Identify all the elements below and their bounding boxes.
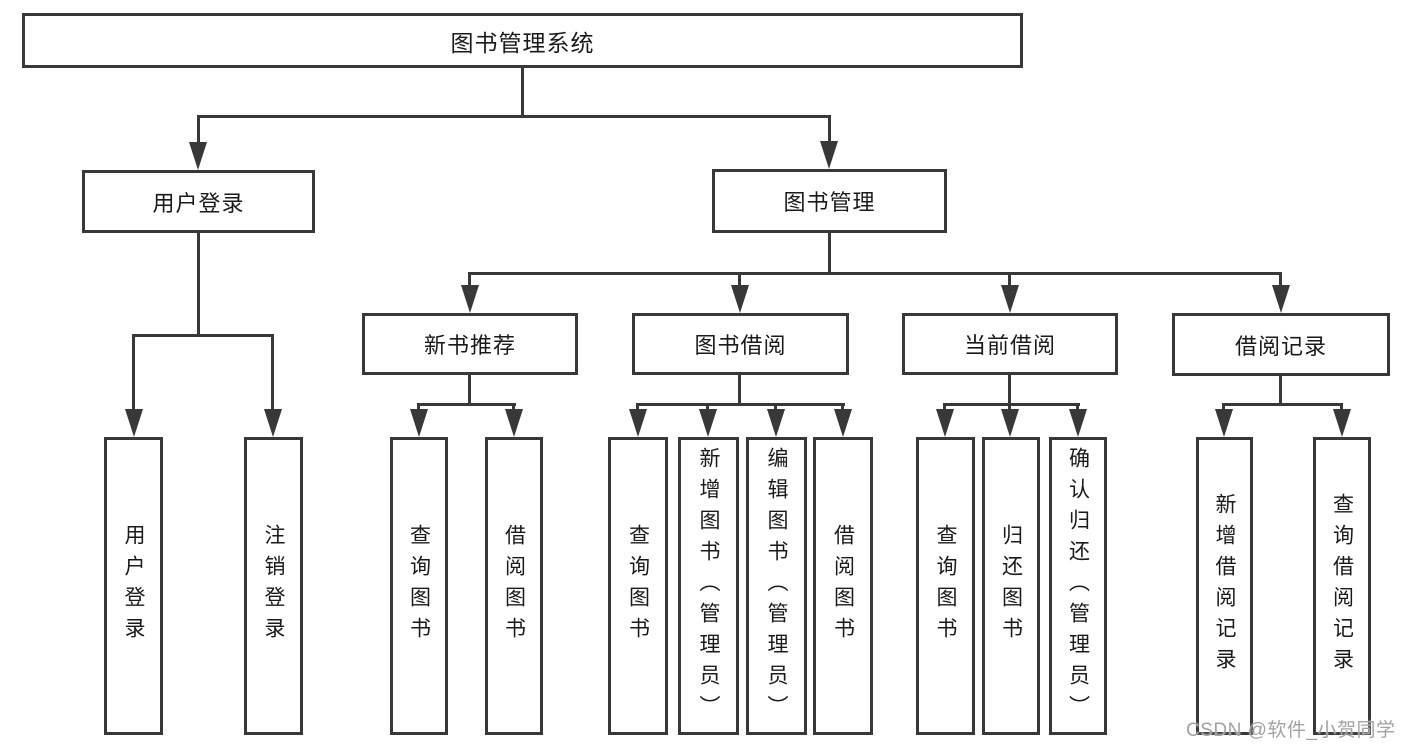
connector-cb-stem — [1008, 374, 1011, 406]
leaf-bb-query-books: 查询图书 — [608, 437, 668, 735]
connector-level2-hline — [197, 115, 831, 118]
arrow-cb-c2-icon — [1001, 409, 1019, 437]
arrow-nbr-c2-icon — [505, 409, 523, 437]
leaf-nbr-query-books: 查询图书 — [390, 437, 448, 735]
leaf-bb-edit-books-admin-label: 编辑图书（管理员） — [765, 446, 788, 726]
connector-to-book-management-line — [828, 115, 831, 148]
node-book-management: 图书管理 — [712, 169, 947, 233]
leaf-cb-query-books: 查询图书 — [916, 437, 975, 735]
arrow-bb-c3-icon — [767, 409, 785, 437]
arrow-nbr-c1-icon — [410, 409, 428, 437]
connector-to-leaf-user-login-line — [132, 334, 135, 414]
node-current-borrow: 当前借阅 — [902, 313, 1118, 375]
connector-to-book-borrow-line — [738, 272, 741, 290]
leaf-bb-add-books-admin-label: 新增图书（管理员） — [697, 446, 720, 726]
leaf-bb-borrow-books-label: 借阅图书 — [831, 524, 855, 648]
leaf-bb-borrow-books: 借阅图书 — [813, 437, 873, 735]
leaf-logout-label: 注销登录 — [262, 524, 285, 648]
arrow-to-new-book-recommend-icon — [461, 285, 479, 313]
watermark: CSDN @软件_小贺同学 — [1186, 720, 1396, 741]
leaf-cb-confirm-return-admin: 确认归还（管理员） — [1049, 437, 1107, 735]
arrow-to-book-management-icon — [820, 141, 838, 169]
arrow-to-user-login-icon — [189, 142, 207, 170]
arrow-bb-c1-icon — [629, 409, 647, 437]
connector-br-hline — [1222, 403, 1343, 406]
node-new-book-recommend: 新书推荐 — [362, 313, 578, 375]
connector-book-management-stem — [828, 230, 831, 275]
leaf-nbr-borrow-books: 借阅图书 — [485, 437, 543, 735]
arrow-to-leaf-logout-icon — [264, 409, 282, 437]
leaf-cb-confirm-return-admin-label: 确认归还（管理员） — [1066, 446, 1090, 726]
arrow-to-book-borrow-icon — [731, 285, 749, 313]
connector-root-stem — [521, 66, 524, 118]
leaf-cb-return-books-label: 归还图书 — [999, 524, 1023, 648]
node-book-borrow: 图书借阅 — [632, 313, 849, 375]
leaf-cb-return-books: 归还图书 — [982, 437, 1040, 735]
node-user-login: 用户登录 — [82, 170, 315, 233]
arrow-to-borrow-records-icon — [1272, 285, 1290, 313]
leaf-nbr-query-books-label: 查询图书 — [407, 524, 431, 648]
connector-br-stem — [1279, 374, 1282, 406]
arrow-cb-c3-icon — [1069, 409, 1087, 437]
connector-cb-hline — [943, 403, 1080, 406]
connector-to-new-book-recommend-line — [468, 272, 471, 290]
arrow-to-leaf-user-login-icon — [125, 409, 143, 437]
arrow-bb-c2-icon — [699, 409, 717, 437]
connector-nbr-hline — [417, 403, 516, 406]
connector-user-login-stem — [197, 230, 200, 337]
connector-user-login-hline — [132, 334, 274, 337]
arrow-br-c1-icon — [1215, 409, 1233, 437]
arrow-br-c2-icon — [1333, 409, 1351, 437]
connector-nbr-stem — [468, 374, 471, 406]
connector-to-user-login-line — [197, 115, 200, 148]
connector-to-borrow-records-line — [1279, 272, 1282, 290]
arrow-bb-c4-icon — [834, 409, 852, 437]
connector-level3-hline — [468, 272, 1282, 275]
node-root: 图书管理系统 — [22, 13, 1023, 68]
arrow-cb-c1-icon — [936, 409, 954, 437]
leaf-br-add-record: 新增借阅记录 — [1196, 437, 1253, 735]
arrow-to-current-borrow-icon — [1001, 285, 1019, 313]
connector-bb-stem — [738, 374, 741, 406]
connector-to-current-borrow-line — [1008, 272, 1011, 290]
leaf-bb-add-books-admin: 新增图书（管理员） — [678, 437, 739, 735]
connector-to-leaf-logout-line — [271, 334, 274, 414]
leaf-bb-query-books-label: 查询图书 — [626, 524, 650, 648]
leaf-cb-query-books-label: 查询图书 — [934, 524, 957, 648]
node-borrow-records: 借阅记录 — [1172, 313, 1390, 376]
leaf-logout: 注销登录 — [244, 437, 303, 735]
leaf-br-query-record-label: 查询借阅记录 — [1330, 493, 1354, 679]
leaf-br-query-record: 查询借阅记录 — [1313, 437, 1371, 735]
leaf-br-add-record-label: 新增借阅记录 — [1213, 493, 1236, 679]
leaf-bb-edit-books-admin: 编辑图书（管理员） — [746, 437, 807, 735]
connector-bb-hline — [636, 403, 845, 406]
leaf-nbr-borrow-books-label: 借阅图书 — [502, 524, 526, 648]
leaf-user-login: 用户登录 — [104, 437, 163, 735]
leaf-user-login-label: 用户登录 — [122, 524, 145, 648]
